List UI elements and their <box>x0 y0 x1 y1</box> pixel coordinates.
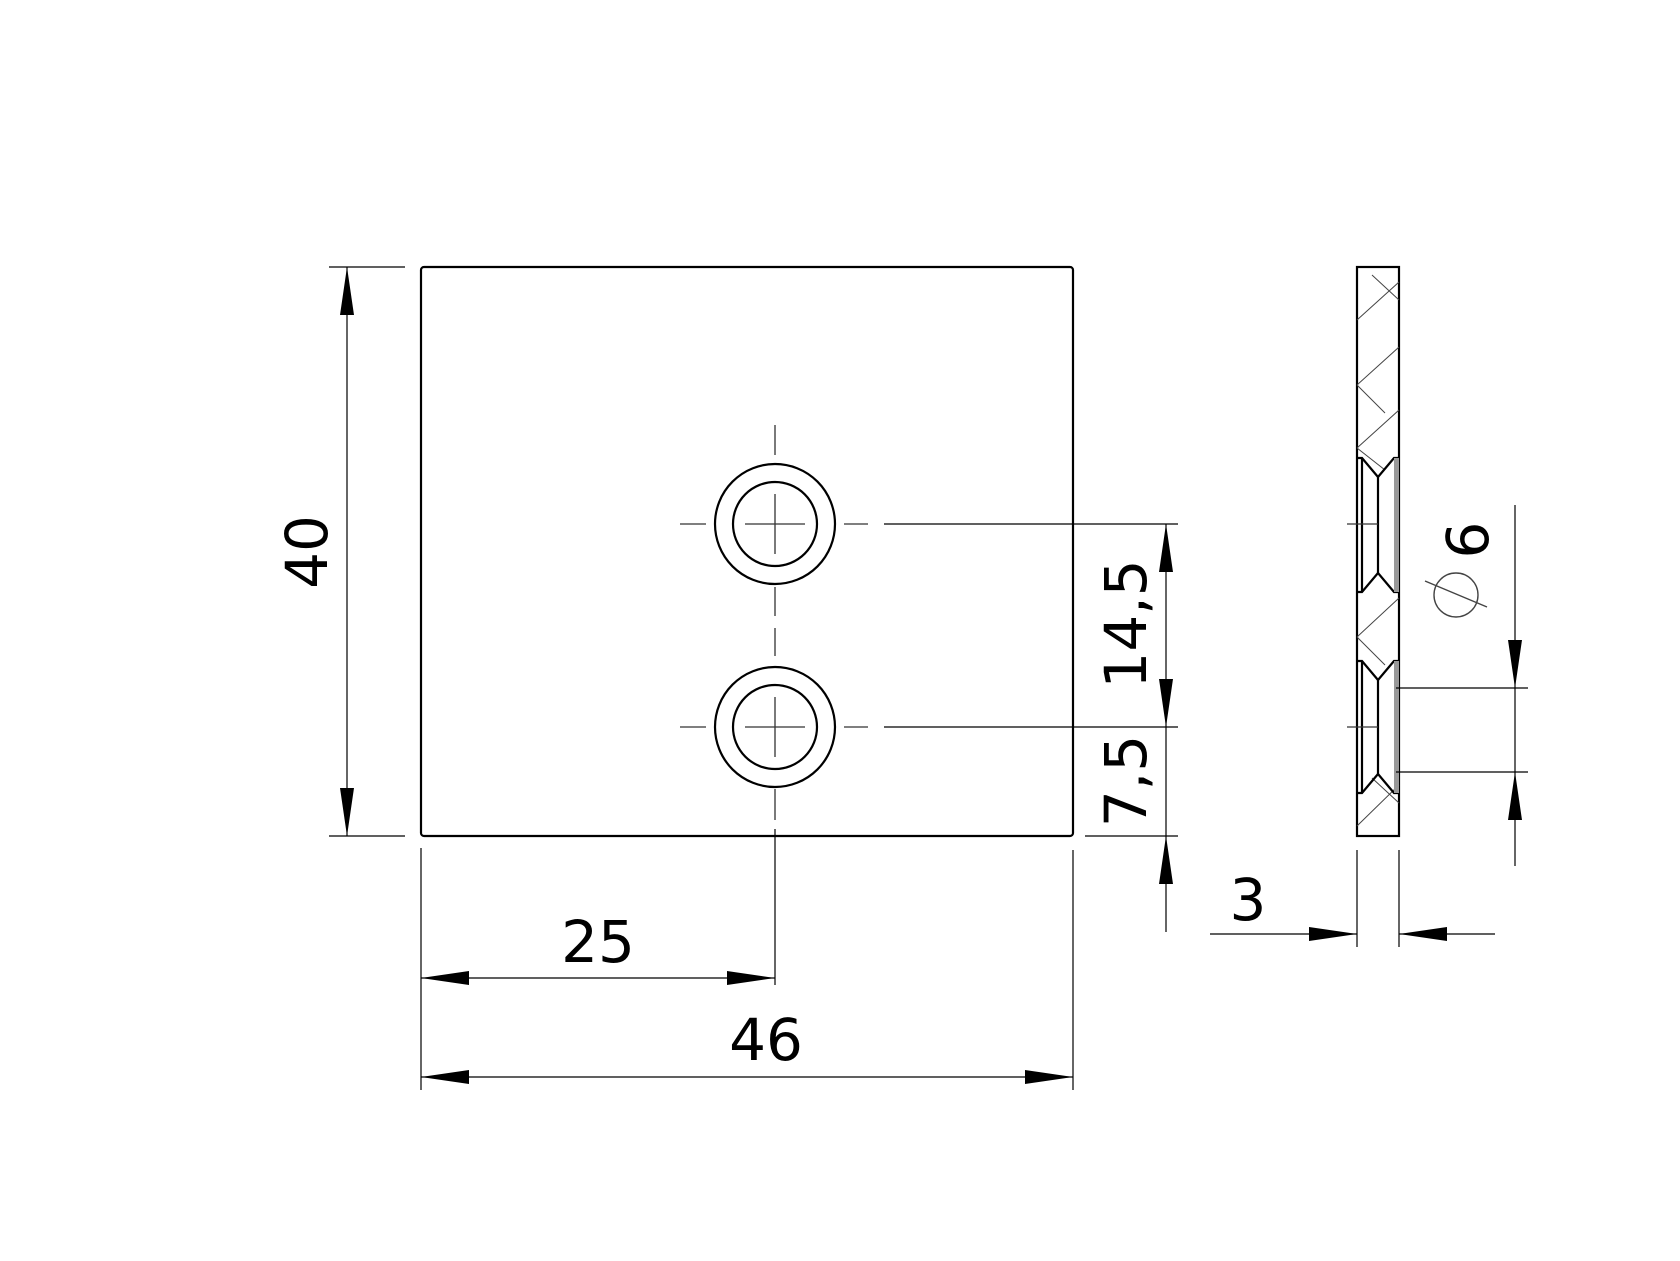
plate-outline <box>419 265 1075 838</box>
countersink-circle <box>713 665 837 789</box>
arrow-down-icon <box>1159 679 1173 727</box>
dimension-label: 6 <box>1434 522 1502 559</box>
front-view <box>419 265 1075 838</box>
lower-hole <box>680 665 868 789</box>
dimension-height: 40 <box>273 266 405 837</box>
arrow-up-icon <box>340 267 354 315</box>
dimension-label: 7,5 <box>1092 735 1160 827</box>
arrow-up-icon <box>1159 524 1173 572</box>
hole-circle <box>731 480 819 568</box>
upper-hole <box>680 462 868 586</box>
side-section-view <box>1347 265 1401 838</box>
hole-circle <box>731 683 819 771</box>
diameter-symbol-icon <box>1424 572 1488 618</box>
countersink-circle <box>713 462 837 586</box>
arrow-right-icon <box>1309 927 1357 941</box>
dimension-hole-x-offset: 25 <box>420 829 776 1090</box>
arrow-down-icon <box>1508 640 1522 688</box>
lower-hole-section <box>1347 659 1399 795</box>
dimension-hole-bottom-offset: 7,5 <box>1092 735 1173 884</box>
dimension-label: 14,5 <box>1092 559 1160 688</box>
dimension-thickness: 3 <box>1210 850 1495 947</box>
dimension-hole-spacing: 14,5 <box>884 523 1178 932</box>
arrow-left-icon <box>421 1070 469 1084</box>
arrow-left-icon <box>1399 927 1447 941</box>
dimension-hole-diameter: 6 <box>1396 505 1528 866</box>
dimension-label: 25 <box>561 908 635 976</box>
dimension-width: 46 <box>421 850 1074 1090</box>
dimension-label: 46 <box>729 1006 803 1074</box>
arrow-down-icon <box>340 788 354 836</box>
arrow-left-icon <box>421 971 469 985</box>
dimension-label: 3 <box>1230 866 1267 934</box>
arrow-right-icon <box>727 971 775 985</box>
arrow-right-icon <box>1025 1070 1073 1084</box>
arrow-up-icon <box>1508 772 1522 820</box>
dimension-label: 40 <box>273 515 341 589</box>
arrow-up-icon <box>1159 836 1173 884</box>
upper-hole-section <box>1347 456 1399 594</box>
